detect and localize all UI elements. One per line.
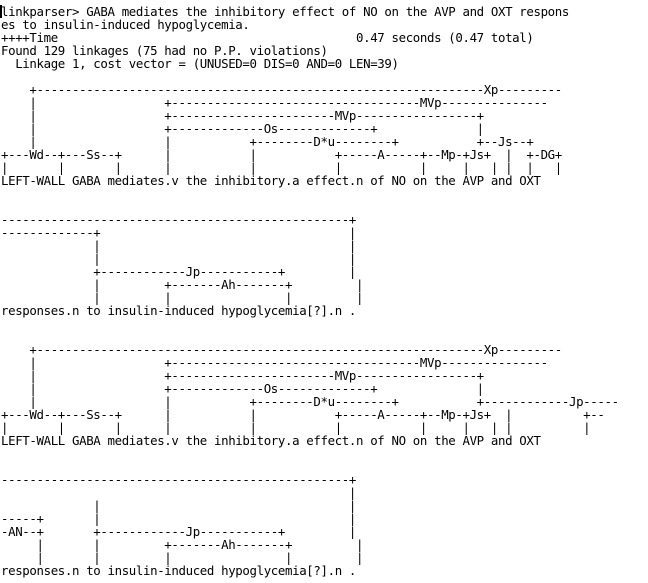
terminal-line: -----+ | |: [1, 511, 356, 526]
terminal-line: | | | |: [1, 290, 364, 305]
terminal-line: | | | | | | | | | | | |: [1, 160, 562, 175]
terminal-line: | +-----------------------------------MV…: [1, 355, 548, 370]
terminal-line: | | +--------D*u--------+ +------------J…: [1, 394, 619, 409]
terminal-line: | | +-------Ah-------+ |: [1, 537, 364, 552]
terminal-line: LEFT-WALL GABA mediates.v the inhibitory…: [1, 433, 541, 448]
terminal-line: Linkage 1, cost vector = (UNUSED=0 DIS=0…: [1, 56, 399, 71]
terminal-line: | +-----------------------------------MV…: [1, 95, 548, 110]
terminal-line: | +-------------Os-------------+ |: [1, 381, 484, 396]
terminal-line: | |: [1, 251, 356, 266]
terminal-line: | | | | |: [1, 550, 364, 565]
terminal-line: | +-------Ah-------+ |: [1, 277, 364, 292]
terminal-line: +---------------------------------------…: [1, 82, 562, 97]
terminal-line: | +-------------Os-------------+ |: [1, 121, 484, 136]
terminal-line: linkparser> GABA mediates the inhibitory…: [1, 4, 569, 19]
terminal-line: ++++Time 0.47 seconds (0.47 total): [1, 30, 534, 45]
terminal-line: +------------Jp-----------+ |: [1, 264, 356, 279]
terminal-line: -AN--+ +------------Jp-----------+ |: [1, 524, 356, 539]
terminal-line: Found 129 linkages (75 had no P.P. viola…: [1, 43, 328, 58]
terminal-line: | | | | | | | | | | |: [1, 420, 591, 435]
terminal-line: |: [1, 485, 356, 500]
terminal-line: [0, 317, 648, 330]
terminal-line: +---Wd--+---Ss--+ | | +-----A-----+--Mp-…: [1, 147, 562, 162]
terminal-line: | +-----------------------MVp-----------…: [1, 368, 484, 383]
terminal-line: | | +--------D*u--------+ +--Js--+: [1, 134, 534, 149]
terminal-output: linkparser> GABA mediates the inhibitory…: [0, 5, 648, 577]
terminal-line: es to insulin-induced hypoglycemia.: [1, 17, 250, 32]
terminal-line: | |: [1, 238, 356, 253]
terminal-line: ----------------------------------------…: [1, 472, 356, 487]
text-cursor: [0, 5, 2, 18]
terminal-line: ----------------------------------------…: [1, 212, 356, 227]
terminal-line: | |: [1, 498, 356, 513]
terminal-line: -------------+ |: [1, 225, 356, 240]
terminal-line: | +-----------------------MVp-----------…: [1, 108, 484, 123]
terminal-line: [0, 447, 648, 460]
terminal-line: LEFT-WALL GABA mediates.v the inhibitory…: [1, 173, 541, 188]
terminal-line: [0, 187, 648, 200]
terminal-line: responses.n to insulin-induced hypoglyce…: [1, 303, 356, 318]
terminal-line: +---Wd--+---Ss--+ | | +-----A-----+--Mp-…: [1, 407, 605, 422]
terminal-line: +---------------------------------------…: [1, 342, 562, 357]
terminal-line: responses.n to insulin-induced hypoglyce…: [1, 563, 356, 578]
